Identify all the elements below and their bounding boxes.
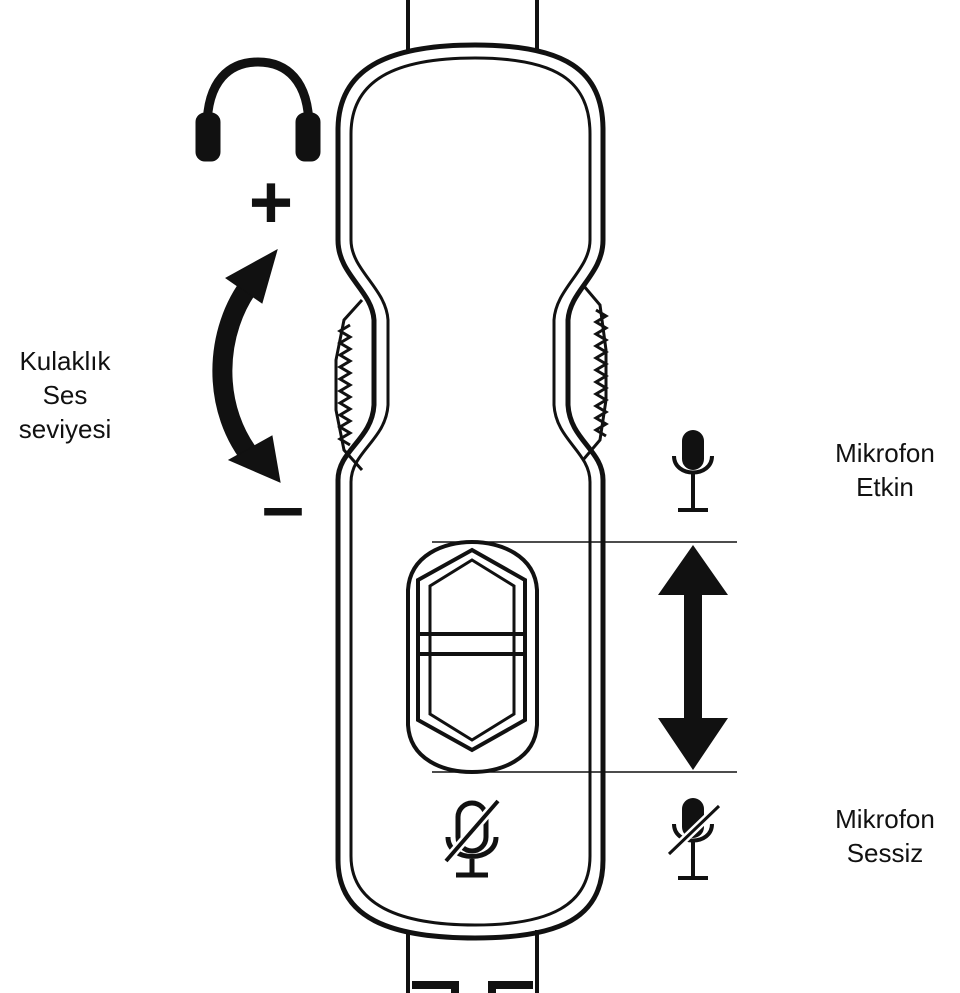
label-headphone-volume-line-2: Ses <box>42 380 88 410</box>
vertical-double-arrow-icon <box>658 545 728 770</box>
headphones-icon <box>195 57 321 162</box>
remote-body <box>335 42 606 941</box>
curved-double-arrow-icon <box>212 248 281 483</box>
label-mic-enabled: Mikrofon Etkin <box>820 436 950 504</box>
label-mic-muted: Mikrofon Sessiz <box>820 802 950 870</box>
microphone-icon <box>672 430 714 512</box>
volume-wheel-right[interactable] <box>581 284 609 461</box>
label-mic-enabled-line-2: Etkin <box>856 472 914 502</box>
cable-bottom <box>406 930 539 993</box>
switch-guide-lines <box>432 541 737 773</box>
mic-mute-switch[interactable] <box>406 539 539 775</box>
cable-top <box>406 0 539 50</box>
volume-minus-sign: – <box>262 464 304 549</box>
microphone-muted-icon <box>666 798 722 880</box>
label-mic-muted-line-2: Sessiz <box>846 838 924 868</box>
volume-plus-sign: + <box>249 160 293 245</box>
label-mic-muted-line-1: Mikrofon <box>835 804 935 834</box>
label-headphone-volume-line-1: Kulaklık <box>19 346 111 376</box>
label-headphone-volume-line-3: seviyesi <box>18 414 112 444</box>
microphone-muted-icon <box>442 798 502 878</box>
label-headphone-volume: Kulaklık Ses seviyesi <box>0 344 130 446</box>
label-mic-enabled-line-1: Mikrofon <box>835 438 935 468</box>
